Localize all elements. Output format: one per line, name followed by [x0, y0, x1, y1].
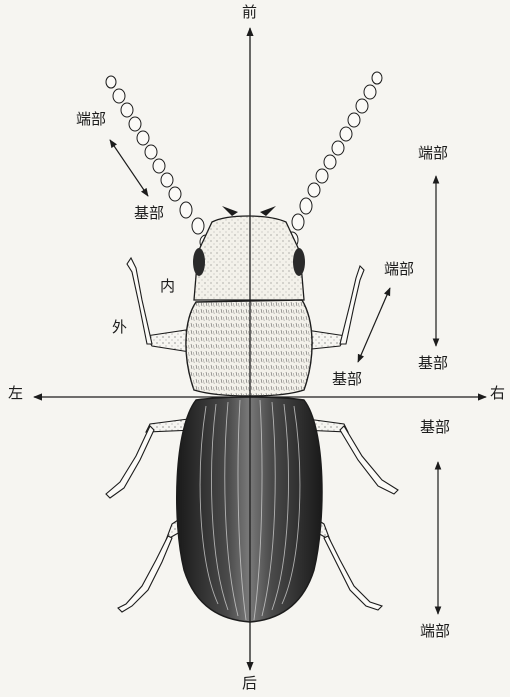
label-top-right-tip: 端部 [418, 146, 448, 161]
beetle-head [193, 206, 305, 300]
label-back: 后 [242, 676, 257, 691]
label-leg-inner: 内 [160, 279, 175, 294]
label-left: 左 [8, 386, 23, 401]
label-leg-outer: 外 [112, 320, 127, 335]
label-antenna-tip: 端部 [76, 112, 106, 127]
label-leg-base: 基部 [332, 372, 362, 387]
front-left-leg [127, 258, 190, 352]
antenna-arrow [110, 140, 148, 196]
label-leg-tip: 端部 [384, 262, 414, 277]
label-top-right-base: 基部 [418, 356, 448, 371]
left-antenna [106, 76, 212, 249]
leg-arrow [358, 288, 390, 362]
label-antenna-base: 基部 [134, 206, 164, 221]
label-bottom-right-base: 基部 [420, 420, 450, 435]
right-antenna [286, 72, 382, 248]
label-right: 右 [490, 386, 505, 401]
label-front: 前 [242, 5, 257, 20]
beetle-pronotum [186, 300, 312, 396]
label-bottom-right-tip: 端部 [420, 624, 450, 639]
